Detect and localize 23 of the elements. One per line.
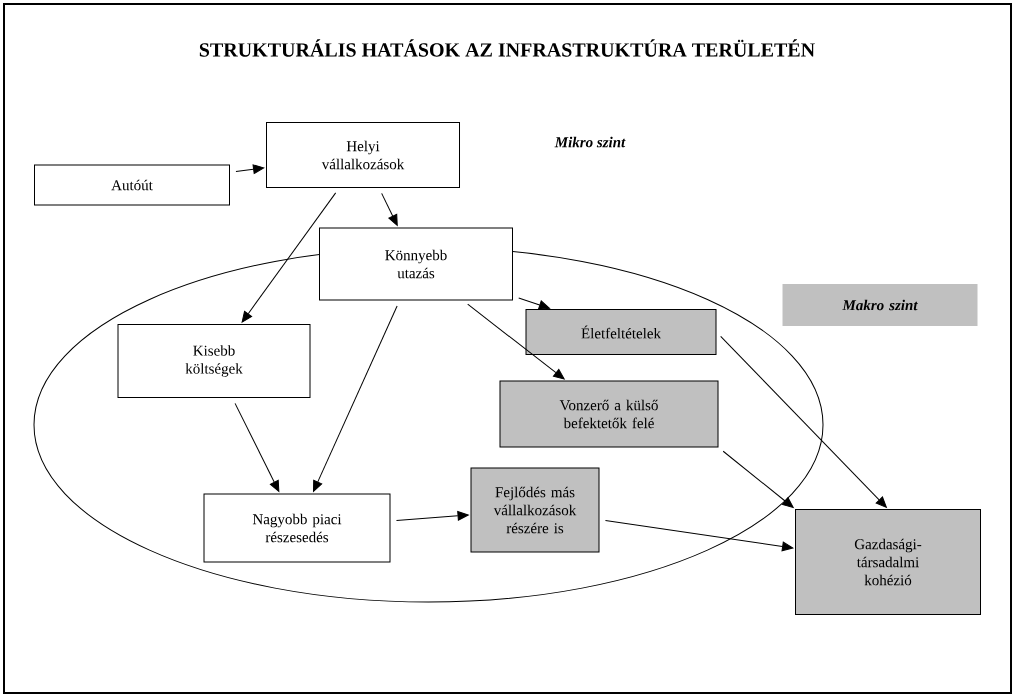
arrow [722,450,794,509]
arrow [604,519,794,552]
arrow [381,192,398,226]
arrow [235,164,265,174]
process-box: Gazdasági-társadalmi kohézió [795,509,981,615]
process-box: Könnyebb utazás [319,227,513,301]
arrow [241,192,337,323]
arrow [234,402,280,492]
process-box: Kisebb költségek [117,324,311,398]
process-box: Nagyobb piaci részesedés [203,493,391,563]
process-box: Fejlődés más vállalkozások részére is [470,467,600,553]
arrow [518,297,551,310]
title: STRUKTURÁLIS HATÁSOK AZ INFRASTRUKTÚRA TERÜLETÉN [199,39,815,57]
arrow [720,335,887,508]
arrow [396,510,469,521]
process-box: Helyi vállalkozások [266,122,460,188]
arrow [467,303,565,380]
level-label: Mikro szint [554,136,626,148]
process-box: Autóút [34,164,230,206]
process-box: Vonzerő a külső befektetők felé [499,380,719,448]
arrow [313,305,398,492]
label-box: Makro szint [782,284,978,326]
process-box: Életfeltételek [525,309,717,355]
